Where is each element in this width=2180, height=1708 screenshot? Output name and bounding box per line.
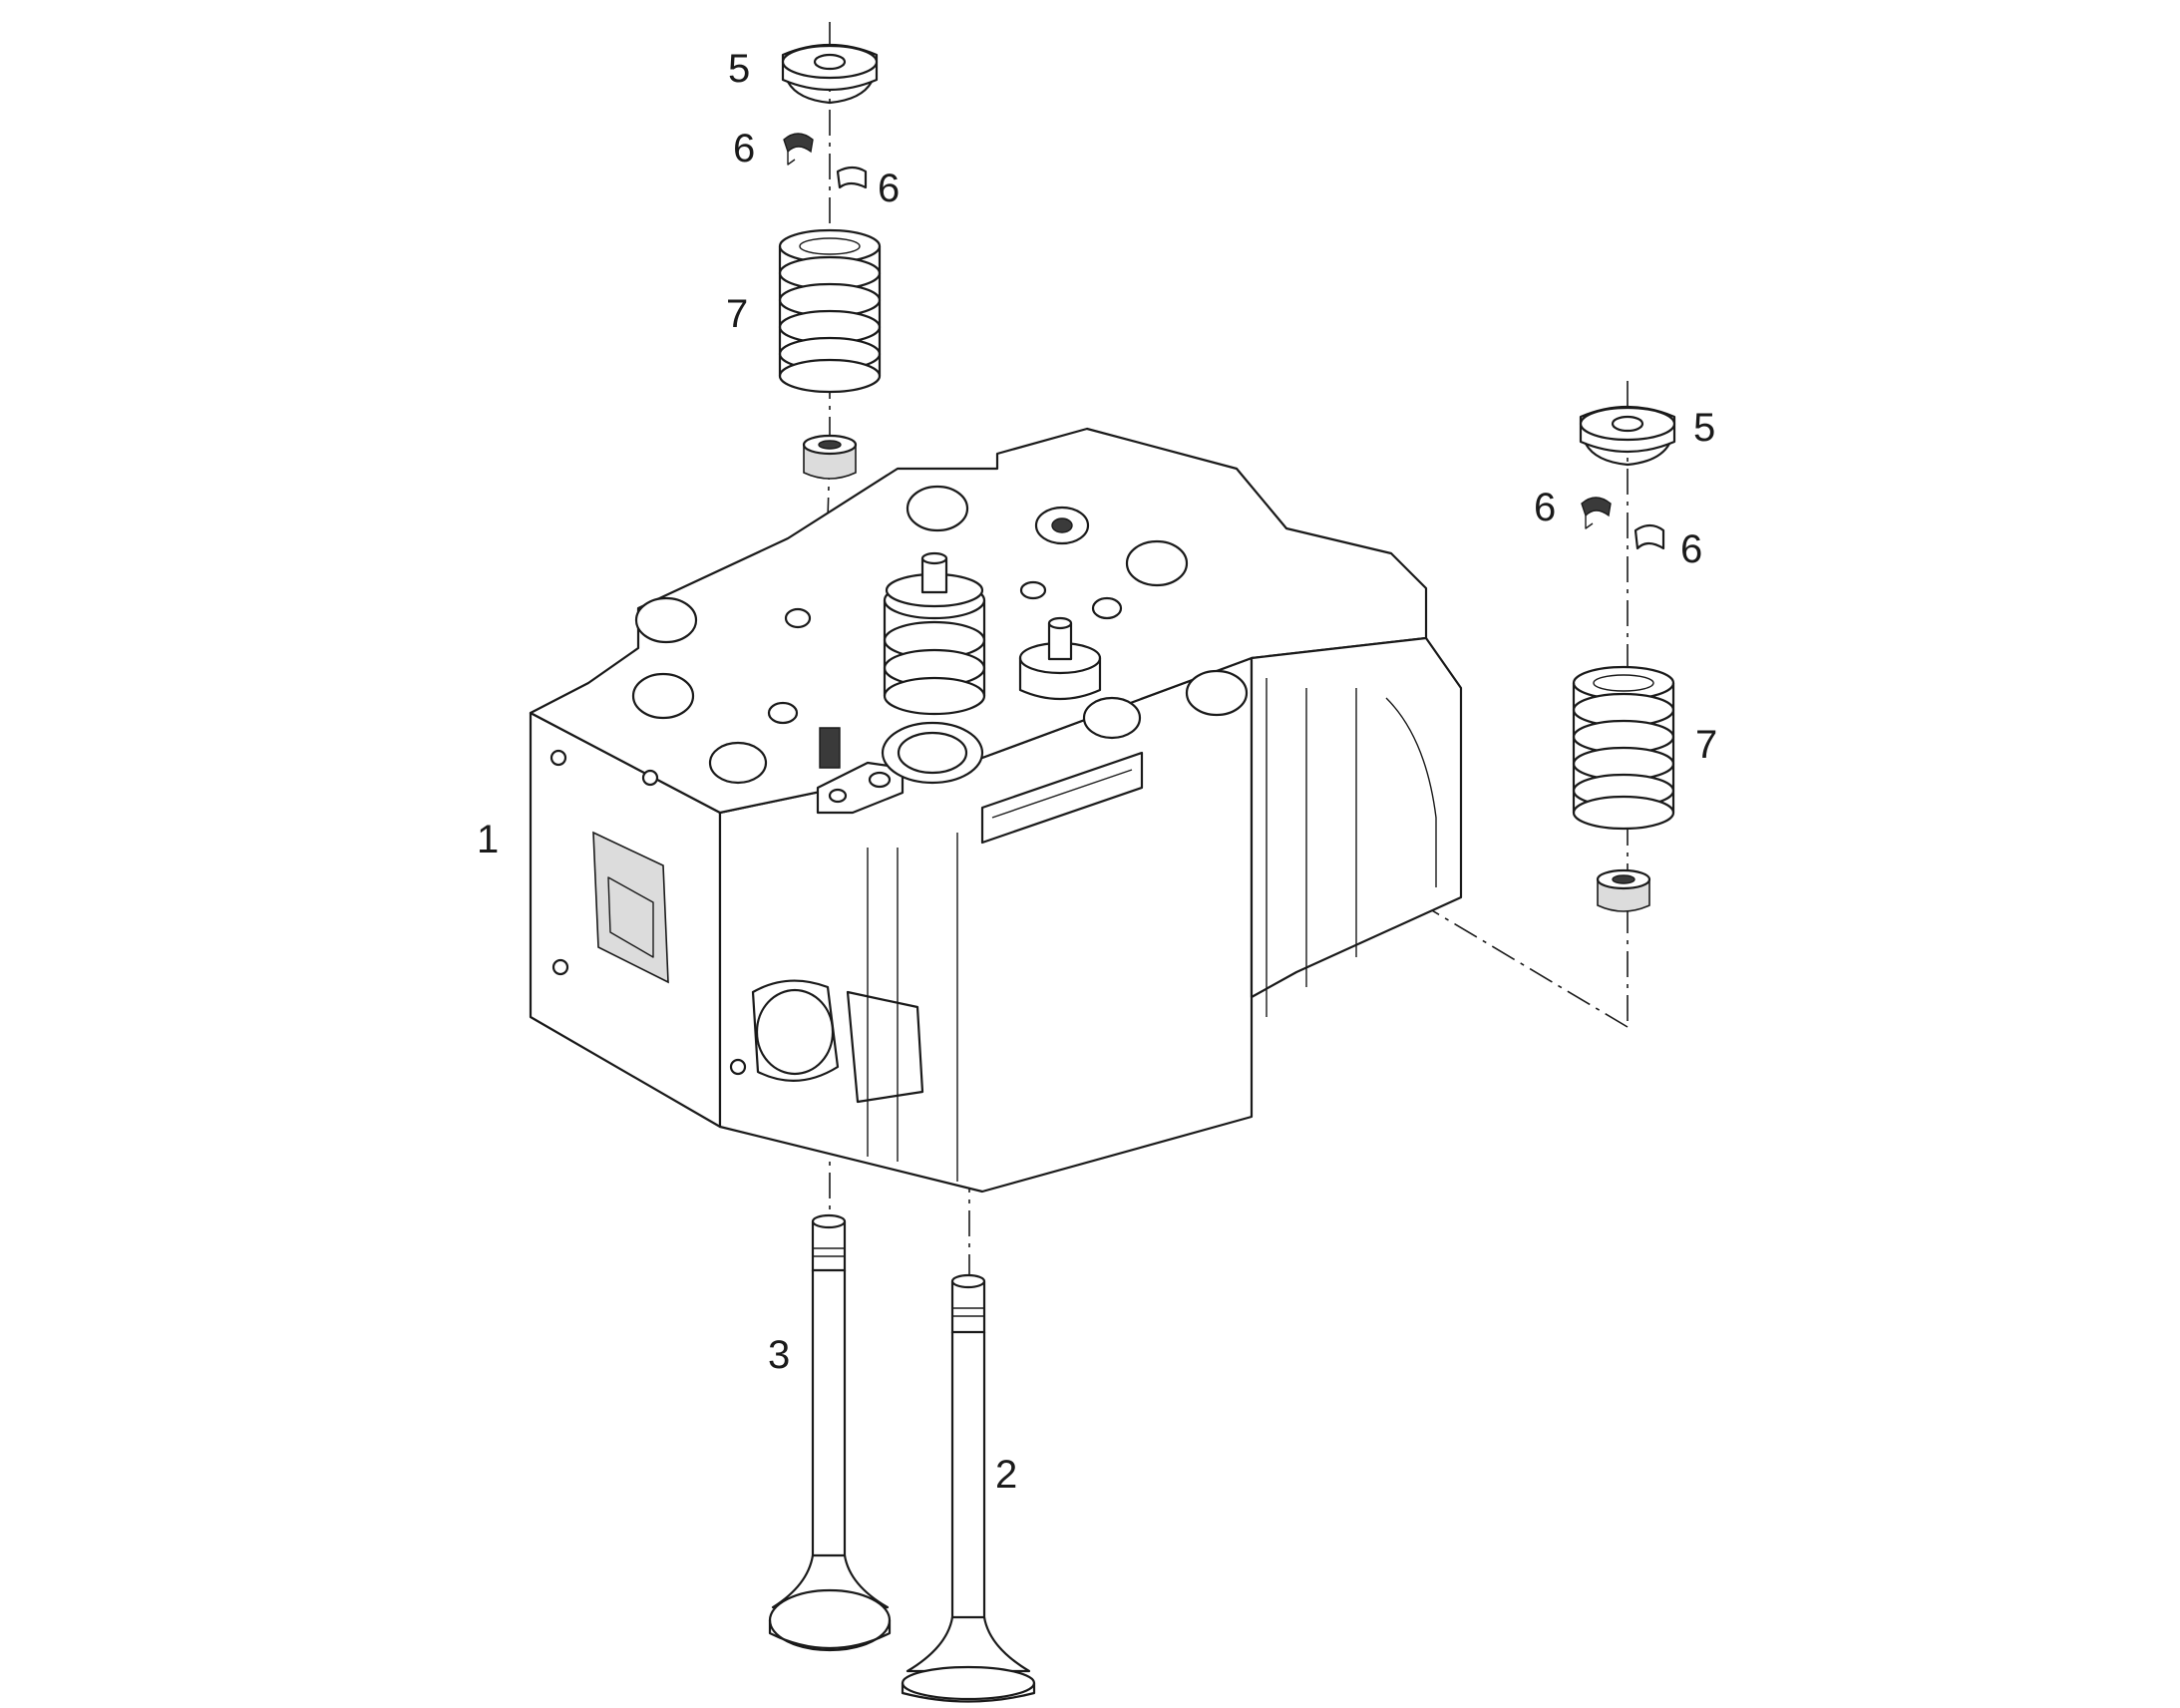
installed-retainer [1018,616,1102,701]
callout-spring-upper: 7 [726,292,748,336]
keeper-right-right [1634,523,1665,550]
callout-keeper-upper-left: 6 [733,127,755,171]
callout-exhaust-valve: 3 [768,1333,790,1377]
retainer-right [1579,405,1676,467]
valve-seal-upper [802,434,858,480]
callout-labels: 1 2 3 5 5 6 6 6 6 7 7 [477,47,1717,1497]
spring-upper [778,228,882,394]
callout-keeper-upper-right: 6 [878,167,900,210]
cylinder-head [529,427,1463,1194]
installed-spring [883,551,986,716]
retainer-upper [781,43,879,105]
callout-retainer-right: 5 [1693,406,1715,450]
callout-spring-right: 7 [1695,723,1717,767]
callout-retainer-upper: 5 [728,47,750,91]
keeper-right-left [1581,497,1612,529]
spring-right [1572,665,1675,831]
callout-keeper-right-left: 6 [1534,486,1556,529]
exhaust-valve [768,1213,892,1652]
intake-valve [901,1273,1036,1703]
valve-seal-right [1596,868,1651,912]
callout-intake-valve: 2 [995,1453,1017,1497]
callout-cylinder-head: 1 [477,818,499,861]
callout-keeper-right-right: 6 [1680,527,1702,571]
keeper-upper-left [783,133,814,166]
keeper-upper-right [836,166,868,189]
